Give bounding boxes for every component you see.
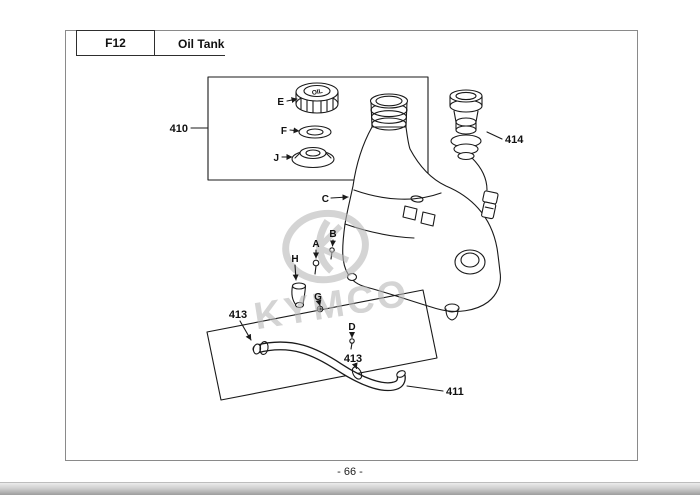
- label-411: 411: [446, 386, 464, 398]
- callout-b: B: [329, 229, 337, 247]
- page-title: Oil Tank: [178, 37, 225, 51]
- label-part-d: D: [348, 322, 355, 333]
- label-410: 410: [170, 123, 188, 135]
- label-part-c: C: [322, 194, 329, 205]
- sensor-connector: [481, 190, 499, 220]
- title-underline: [155, 55, 225, 56]
- cap-gasket: [298, 125, 332, 139]
- section-code-box: F12: [76, 30, 155, 56]
- group-411-frame: [206, 289, 438, 401]
- label-part-h: H: [291, 254, 298, 265]
- callout-j: J: [273, 153, 293, 164]
- callout-a: A: [312, 239, 320, 259]
- label-414: 414: [505, 134, 524, 146]
- oil-cap: OIL: [295, 82, 339, 114]
- page-number: - 66 -: [337, 466, 363, 478]
- callout-h: H: [291, 254, 299, 281]
- page-border: [65, 30, 638, 461]
- oil-hose: [252, 340, 406, 392]
- callout-413-right: 413: [344, 353, 362, 370]
- callout-f: F: [281, 126, 300, 137]
- label-part-a: A: [312, 239, 319, 250]
- oil-tank-body: [342, 93, 501, 321]
- callout-d: D: [348, 322, 356, 339]
- label-part-g: G: [314, 292, 322, 303]
- label-part-j: J: [273, 153, 279, 164]
- callout-413-left: 413: [229, 309, 252, 341]
- callout-c: C: [322, 194, 349, 205]
- label-413-right: 413: [344, 353, 362, 365]
- filler-grommet: [291, 146, 335, 169]
- callout-411: 411: [406, 385, 464, 398]
- kymco-logo-icon: [282, 209, 369, 284]
- window-bottom-bar: [0, 482, 700, 495]
- callout-414: 414: [486, 131, 524, 146]
- oil-sensor-unit: [449, 89, 499, 220]
- label-part-f: F: [281, 126, 287, 137]
- label-413-left: 413: [229, 309, 247, 321]
- callout-g: G: [314, 292, 322, 307]
- callout-410: 410: [170, 123, 209, 135]
- oil-cap-text: OIL: [311, 88, 323, 97]
- label-part-e: E: [277, 97, 284, 108]
- hose-clamp-left: [259, 340, 269, 356]
- callout-e: E: [277, 97, 298, 108]
- section-code: F12: [105, 36, 126, 50]
- label-part-b: B: [329, 229, 336, 240]
